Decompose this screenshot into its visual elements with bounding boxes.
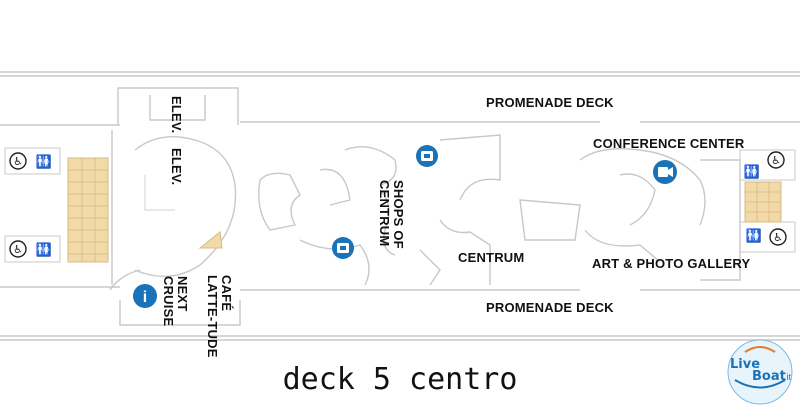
art-photo-gallery-label: ART & PHOTO GALLERY: [592, 256, 750, 271]
restroom-icon: 🚻: [746, 228, 762, 243]
svg-text:♿: ♿: [13, 156, 23, 168]
deck-caption: deck 5 centro: [283, 362, 518, 397]
logo-brand-boat: Boat: [752, 369, 786, 384]
promenade-deck-bottom-label: PROMENADE DECK: [486, 300, 614, 315]
svg-text:♿: ♿: [773, 232, 783, 244]
elevator-lobby: [109, 87, 241, 326]
forward-stairs: [4, 147, 223, 263]
logo-brand-suffix: .it: [784, 372, 792, 382]
shop-icon: [416, 145, 438, 167]
shop-icon: [332, 237, 354, 259]
centrum-shops-area: [258, 134, 581, 286]
svg-text:♿: ♿: [771, 155, 781, 167]
svg-text:🚻: 🚻: [36, 242, 52, 257]
conference-icon: [653, 160, 677, 184]
wheelchair-icon: ♿: [9, 152, 27, 170]
svg-text:🚻: 🚻: [746, 228, 762, 243]
wheelchair-icon: ♿: [9, 240, 27, 258]
restroom-icon: 🚻: [36, 154, 52, 169]
svg-text:♿: ♿: [13, 244, 23, 256]
svg-text:🚻: 🚻: [744, 164, 760, 179]
liveboat-logo: Live Boat .it: [727, 339, 793, 405]
wheelchair-icon: ♿: [767, 151, 785, 169]
elevator-label-top: ELEV.: [169, 96, 184, 133]
cafe-stairs: [198, 231, 223, 249]
stair-block-left: [67, 157, 109, 263]
logo-brand-live: Live: [730, 357, 760, 372]
conference-area: [579, 148, 796, 281]
centrum-label: CENTRUM: [458, 250, 524, 265]
restroom-icon: 🚻: [744, 164, 760, 179]
next-cruise-label: NEXTCRUISE: [161, 276, 190, 326]
svg-text:i: i: [143, 289, 147, 306]
svg-text:🚻: 🚻: [36, 154, 52, 169]
hull-outline: [0, 71, 800, 341]
info-icon: i: [133, 284, 157, 308]
cafe-latte-tude-label: CAFÉLATTE-TUDE: [205, 275, 234, 358]
conference-center-label: CONFERENCE CENTER: [593, 136, 745, 151]
elevator-label-lower: ELEV.: [169, 148, 184, 185]
wheelchair-icon: ♿: [769, 228, 787, 246]
restroom-icon: 🚻: [36, 242, 52, 257]
promenade-deck-top-label: PROMENADE DECK: [486, 95, 614, 110]
shops-of-centrum-label: SHOPS OFCENTRUM: [377, 180, 406, 249]
